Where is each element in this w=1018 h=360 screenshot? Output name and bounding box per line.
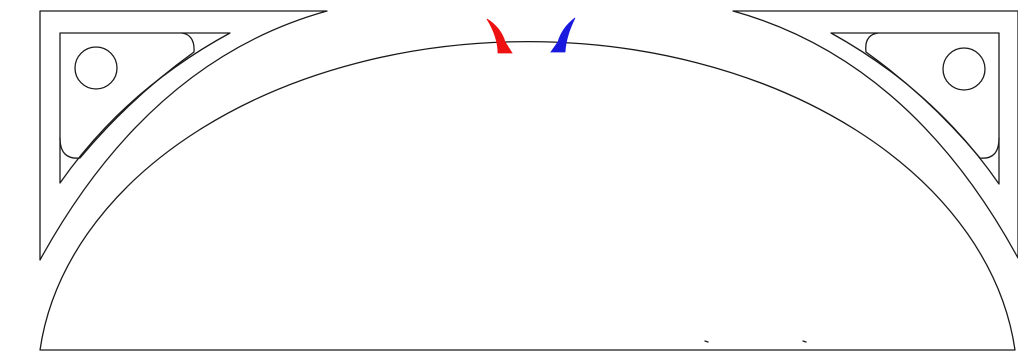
left-roundel [74, 46, 118, 90]
left-spandrel-outer [39, 10, 328, 261]
right-spandrel-outer [732, 10, 1018, 259]
main-arch [39, 41, 1016, 351]
right-spandrel-panel [865, 32, 1000, 159]
speck-mark [704, 340, 709, 343]
blue-horn-icon [550, 17, 576, 53]
left-spandrel-inner [59, 32, 231, 184]
red-horn-icon [486, 18, 513, 54]
speck-mark [802, 340, 807, 343]
right-spandrel-inner [830, 32, 1000, 185]
right-roundel [942, 47, 986, 91]
left-spandrel-panel [59, 32, 195, 159]
